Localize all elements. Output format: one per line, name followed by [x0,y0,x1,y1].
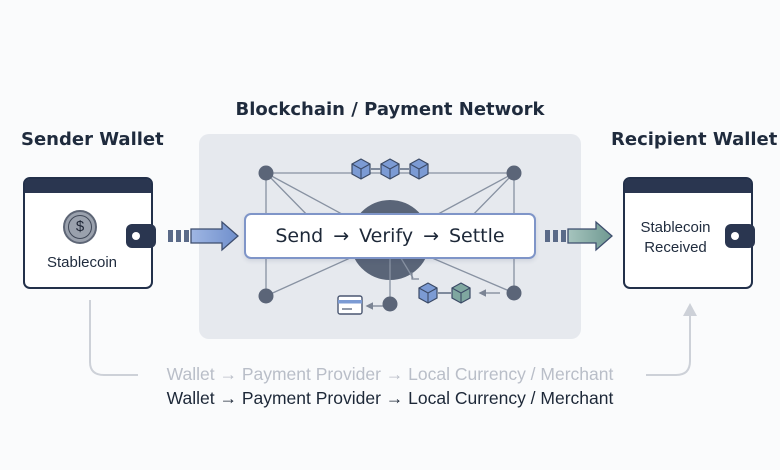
recipient-label-line2: Received [644,239,707,256]
node-top-right [506,165,522,181]
flow-step-verify: Verify [359,225,414,247]
block-icon [409,158,429,180]
flow-step-settle: Settle [448,225,505,247]
recipient-title: Recipient Wallet [611,129,778,150]
send-arrow-icon [168,220,239,252]
flow-arrow: → [333,225,350,247]
coin-symbol: $ [75,218,85,235]
wallet-top-band [25,179,151,193]
coin-icon: $ [63,210,97,244]
sender-title: Sender Wallet [21,129,164,150]
card-icon [337,295,363,315]
receive-arrow-icon [545,220,613,252]
network-title: Blockchain / Payment Network [235,99,545,120]
sender-coin-label: Stablecoin [46,254,118,271]
recipient-label-line1: Stablecoin [640,219,711,236]
node-bottom-right [506,285,522,301]
node-bottom-left [258,288,274,304]
block-icon [418,282,438,304]
block-icon [451,282,471,304]
node-bottom-center [382,296,398,312]
wallet-top-band [625,179,751,193]
block-icon [380,158,400,180]
flow-arrow: → [423,225,439,247]
path-line-faded: Wallet → Payment Provider → Local Curren… [166,364,614,384]
wallet-clasp-icon [725,224,755,248]
path-line-main: Wallet → Payment Provider → Local Curren… [166,388,614,408]
wallet-clasp-icon [126,224,156,248]
block-icon [351,158,371,180]
flow-step-send: Send [275,225,324,247]
flow-box: Send → Verify → Settle [244,213,536,259]
node-top-left [258,165,274,181]
